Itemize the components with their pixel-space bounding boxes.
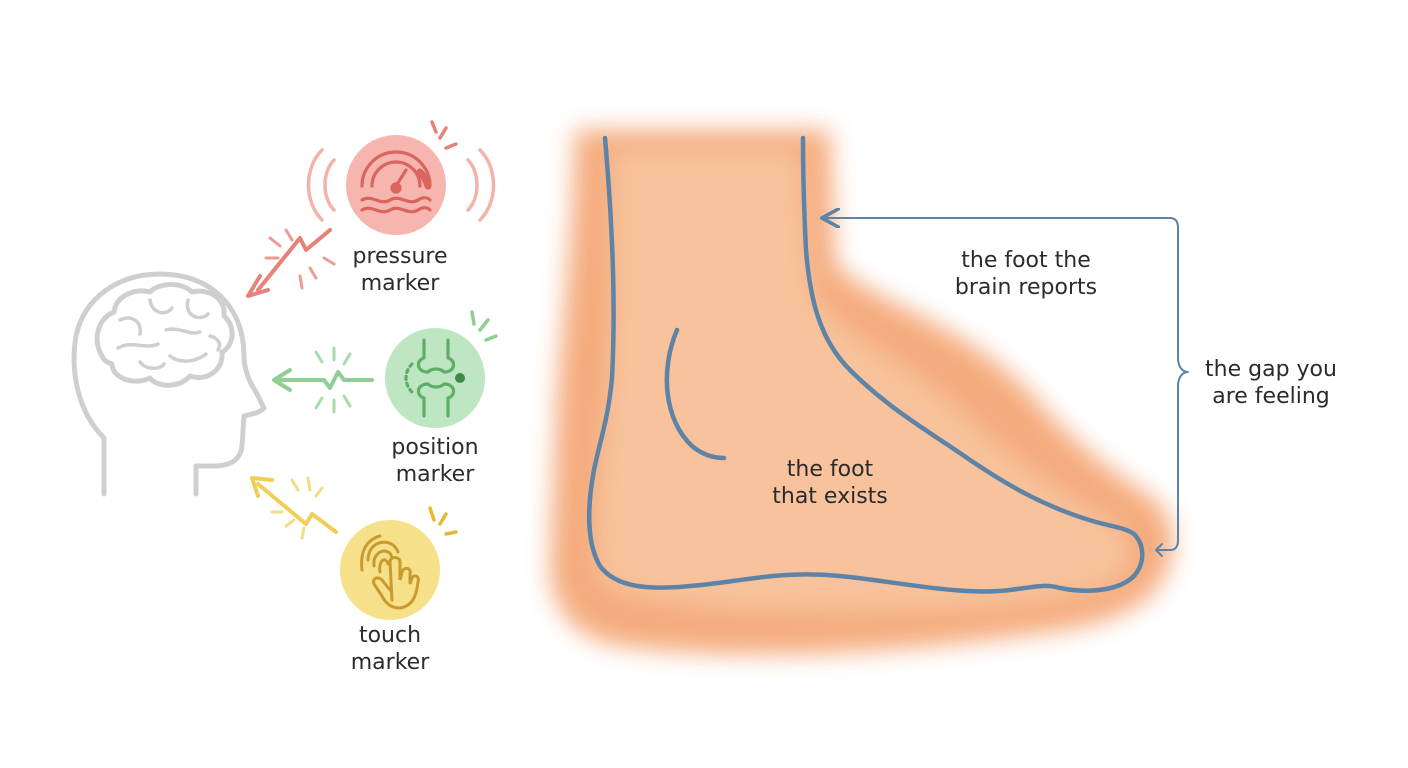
brain-outline <box>94 282 235 388</box>
pressure-gauge-icon <box>360 150 432 214</box>
gap-label-line2: are feeling <box>1212 384 1330 409</box>
ankle-bone-curve <box>664 327 727 461</box>
head-brain-icon <box>71 271 267 497</box>
touch-marker-label-line2: marker <box>350 650 430 675</box>
pressure-marker-label-line1: pressure <box>352 244 448 269</box>
gap-label-line1: the gap you <box>1205 357 1337 382</box>
head-outline <box>71 271 267 497</box>
pressure-marker <box>246 120 496 298</box>
pressure-marker-label-line2: marker <box>360 271 440 296</box>
gap-bracket <box>824 218 1189 557</box>
position-marker-label-line2: marker <box>395 462 475 487</box>
existing-foot-label: the foot that exists <box>750 456 910 510</box>
pressure-signal-arrow <box>246 228 336 298</box>
position-signal-arrow <box>272 346 374 414</box>
gap-label: the gap you are feeling <box>1190 356 1352 410</box>
existing-foot-label-line1: the foot <box>786 457 874 482</box>
position-marker-label: position marker <box>370 434 500 488</box>
reported-foot-label-line2: brain reports <box>954 275 1098 300</box>
touch-signal-arrow <box>250 476 338 540</box>
existing-foot-label-line2: that exists <box>772 484 888 509</box>
position-marker <box>272 310 498 428</box>
position-marker-circle <box>385 328 485 428</box>
reported-foot-label-line1: the foot the <box>961 248 1091 273</box>
touch-marker-label: touch marker <box>330 622 450 676</box>
joint-icon <box>404 338 465 418</box>
brain-folds <box>116 298 222 370</box>
actual-foot-outline <box>586 135 1145 594</box>
pressure-marker-label: pressure marker <box>340 243 460 297</box>
touch-marker-label-line1: touch <box>358 623 422 648</box>
position-marker-label-line1: position <box>391 435 479 460</box>
reported-foot-label: the foot the brain reports <box>936 247 1116 301</box>
fingerprint-hand-icon <box>360 534 420 610</box>
reported-foot-halo <box>549 130 1174 655</box>
touch-marker <box>250 476 458 620</box>
